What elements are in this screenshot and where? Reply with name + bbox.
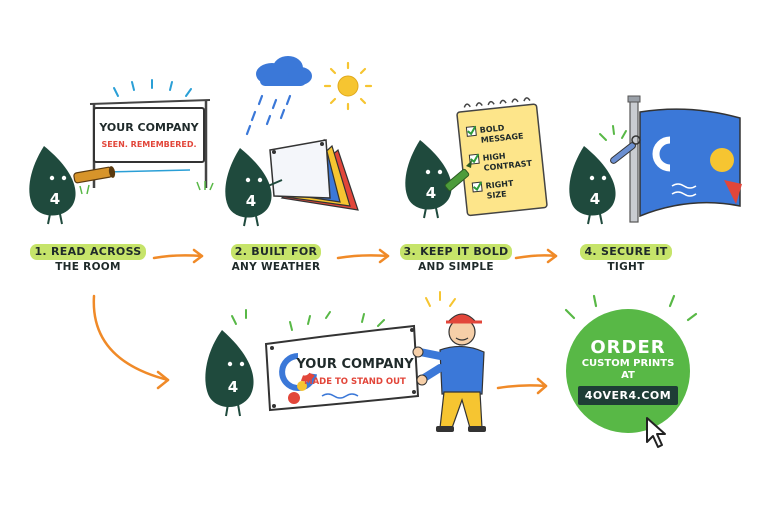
material-swatches — [269, 138, 359, 211]
order-cta-button[interactable]: ORDER CUSTOM PRINTS AT 4OVER4.COM — [566, 309, 690, 433]
cta-title: ORDER — [590, 336, 666, 358]
rain-cloud-icon — [245, 56, 312, 136]
flow-arrows — [92, 248, 558, 395]
cta-sparkles — [564, 294, 698, 322]
mascot-4: 4 — [569, 146, 616, 225]
step-4-label: 4. SECURE IT TIGHT — [566, 244, 686, 274]
step-2-title: 2. BUILT FOR — [230, 244, 322, 260]
step-2-illustration: 4 — [225, 56, 373, 227]
result-illustration: 4 YOUR COMPANY MADE TO STAND OUT — [205, 291, 486, 432]
sun-icon — [323, 61, 373, 111]
arrow-2-to-3 — [336, 254, 390, 260]
billboard-sign — [93, 107, 205, 163]
cta-url[interactable]: 4OVER4.COM — [577, 385, 679, 405]
step-2-subtitle: ANY WEATHER — [231, 261, 321, 273]
arrow-1-to-2 — [152, 254, 204, 260]
cta-line2: AT — [621, 369, 635, 381]
spyglass-icon — [73, 166, 116, 184]
step-3-illustration: BOLD MESSAGE HIGH CONTRAST RIGHT SIZE 4 — [405, 97, 548, 219]
step-1-title: 1. READ ACROSS — [30, 244, 146, 260]
step-2-label: 2. BUILT FOR ANY WEATHER — [214, 244, 338, 274]
checklist-item-1a: BOLD — [479, 123, 505, 135]
flag-banner — [639, 108, 742, 218]
checklist: BOLD MESSAGE HIGH CONTRAST RIGHT SIZE — [465, 123, 533, 201]
final-banner: YOUR COMPANY MADE TO STAND OUT — [264, 324, 420, 412]
step-4-title: 4. SECURE IT — [580, 244, 672, 260]
crayon-icon — [444, 160, 472, 192]
mascot-1: 4 — [29, 146, 76, 225]
step-4-subtitle: TIGHT — [607, 261, 645, 273]
final-banner-line1: YOUR COMPANY — [295, 357, 414, 372]
step-1-label: 1. READ ACROSS THE ROOM — [26, 244, 150, 274]
mascot-number: 4 — [426, 184, 436, 202]
attention-sparkles — [113, 79, 192, 97]
checklist-item-1b: MESSAGE — [480, 131, 524, 144]
mascot-number: 4 — [590, 190, 600, 208]
mascot-2: 4 — [225, 148, 283, 227]
mascot-5: 4 — [205, 330, 254, 417]
checklist-item-2a: HIGH — [482, 151, 506, 162]
step-1-illustration: YOUR COMPANY SEEN. REMEMBERED. 4 — [29, 79, 214, 225]
cursor-icon — [646, 417, 666, 448]
attention-sparkles — [231, 309, 385, 331]
notepad: BOLD MESSAGE HIGH CONTRAST RIGHT SIZE — [456, 97, 548, 217]
wrench-icon — [610, 135, 641, 164]
step-1-subtitle: THE ROOM — [55, 261, 121, 273]
mascot-number: 4 — [246, 192, 256, 210]
final-banner-line2: MADE TO STAND OUT — [304, 377, 406, 387]
mascot-number: 4 — [228, 378, 238, 396]
mascot-number: 4 — [50, 190, 60, 208]
step-4-illustration: 4 — [569, 95, 742, 225]
checklist-item-3a: RIGHT — [485, 179, 514, 191]
step-3-title: 3. KEEP IT BOLD — [399, 244, 513, 260]
attention-sparkles — [599, 125, 627, 141]
billboard-line1: YOUR COMPANY — [98, 121, 199, 134]
step-3-subtitle: AND SIMPLE — [418, 261, 494, 273]
checklist-item-3b: SIZE — [486, 190, 507, 201]
step-3-label: 3. KEEP IT BOLD AND SIMPLE — [394, 244, 518, 274]
person-character — [412, 313, 486, 432]
arrow-3-to-4 — [514, 254, 558, 260]
pole-icon — [627, 95, 641, 223]
cta-line1: CUSTOM PRINTS — [581, 357, 675, 369]
arrow-to-cta — [496, 384, 548, 390]
banner-logo-mark — [279, 353, 317, 391]
arrow-down-to-result — [92, 294, 170, 382]
mascot-3: 4 — [405, 140, 452, 219]
billboard-line2: SEEN. REMEMBERED. — [101, 140, 196, 149]
